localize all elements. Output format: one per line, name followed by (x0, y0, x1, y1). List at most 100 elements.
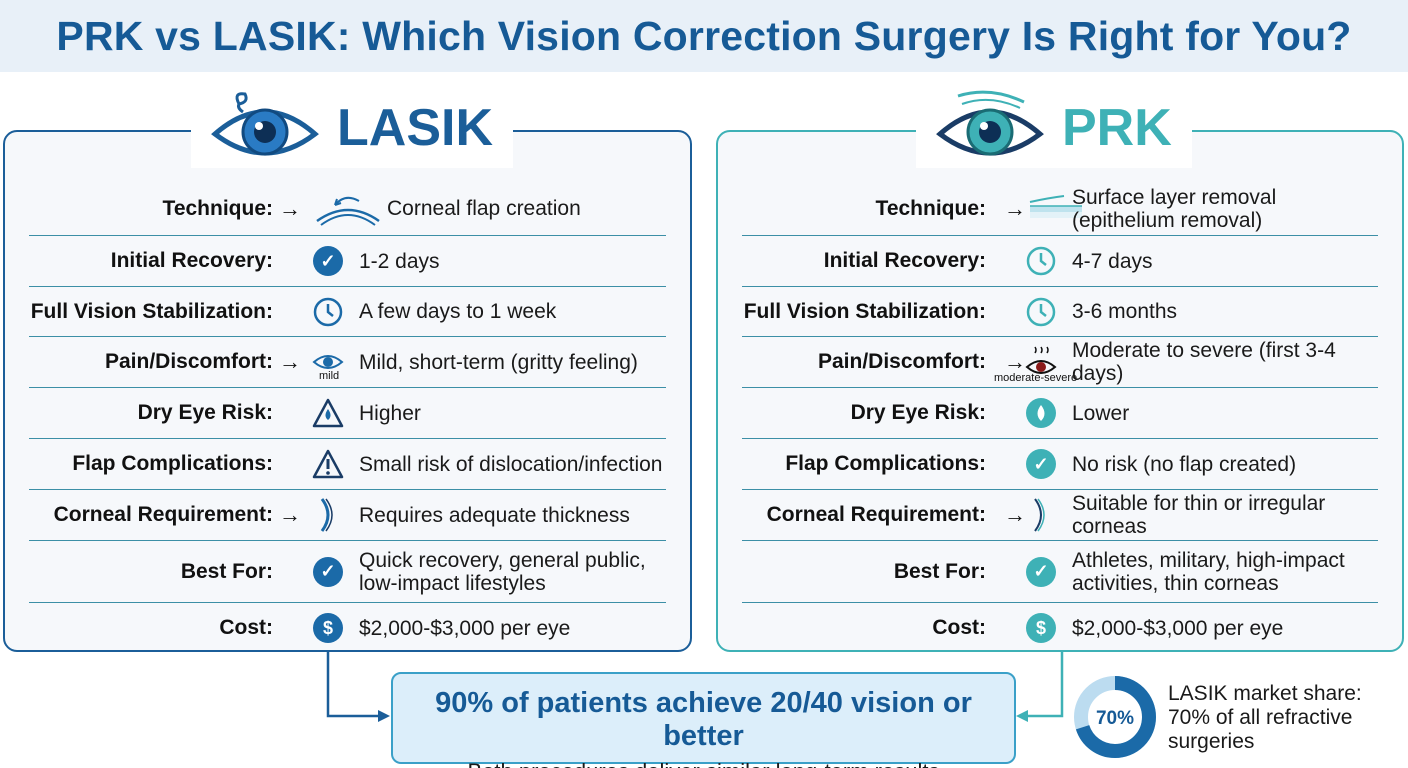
check-circle-icon: ✓ (1024, 555, 1058, 589)
row-label: Corneal Requirement: (53, 503, 273, 526)
eye-mild-icon (311, 345, 345, 379)
cornea-thickness-icon (311, 498, 345, 532)
row-value: 1-2 days (359, 249, 440, 273)
icon-caption: moderate-severe (994, 372, 1078, 384)
row-value: Higher (359, 401, 421, 425)
droplet-triangle-icon (311, 396, 345, 430)
title-bar: PRK vs LASIK: Which Vision Correction Su… (0, 0, 1408, 72)
table-row: Technique: → Corneal flap creation (29, 182, 666, 236)
row-value: $2,000-$3,000 per eye (1072, 616, 1284, 640)
row-value: Small risk of dislocation/infection (359, 452, 663, 476)
arrow-icon: → (1004, 349, 1026, 374)
prk-title: PRK (1062, 99, 1172, 157)
eye-icon (936, 90, 1044, 167)
lasik-rows: Technique: → Corneal flap creation Initi… (29, 182, 666, 653)
row-label: Pain/Discomfort: (817, 350, 986, 373)
row-label: Flap Complications: (72, 452, 273, 475)
arrow-icon: → (279, 349, 301, 374)
row-label: Technique: (162, 196, 273, 220)
arrow-icon: → (1004, 195, 1026, 221)
prk-header: PRK (916, 88, 1192, 168)
row-value: Quick recovery, general public, low-impa… (359, 548, 646, 595)
arrow-icon: → (279, 502, 301, 527)
table-row: Cost: $ $2,000-$3,000 per eye (742, 603, 1378, 653)
table-row: Cost: $ $2,000-$3,000 per eye (29, 603, 666, 653)
surface-layer-icon (1028, 192, 1084, 226)
row-label: Full Vision Stabilization: (743, 299, 986, 323)
clock-icon (1024, 244, 1058, 278)
result-sub: Both procedures deliver similar long-ter… (393, 759, 1014, 768)
table-row: Full Vision Stabilization: A few days to… (29, 287, 666, 337)
warning-icon (311, 447, 345, 481)
row-label: Best For: (893, 559, 986, 583)
cornea-thin-icon (1024, 498, 1058, 532)
result-main: 90% of patients achieve 20/40 vision or … (435, 687, 972, 752)
check-circle-icon: ✓ (311, 244, 345, 278)
table-row: Dry Eye Risk: Higher (29, 388, 666, 439)
row-label: Dry Eye Risk: (137, 401, 273, 424)
prk-panel: PRK Technique: → Surface layer removal (… (716, 88, 1404, 653)
eye-severe-icon (1024, 345, 1058, 379)
row-value: Athletes, military, high-impact activiti… (1072, 548, 1345, 595)
eye-icon (211, 90, 319, 167)
row-value: 3-6 months (1072, 300, 1178, 323)
market-share-text: LASIK market share: 70% of all refractiv… (1168, 682, 1362, 753)
table-row: Initial Recovery: 4-7 days (742, 236, 1378, 287)
table-row: Pain/Discomfort: → mild Mild, short-term… (29, 337, 666, 388)
dollar-icon: $ (311, 611, 345, 645)
prk-rows: Technique: → Surface layer removal (epit… (742, 182, 1378, 653)
table-row: Flap Complications: Small risk of disloc… (29, 439, 666, 490)
row-value: Lower (1072, 401, 1130, 425)
table-row: Full Vision Stabilization: 3-6 months (742, 287, 1378, 337)
row-value: Mild, short-term (gritty feeling) (359, 350, 638, 374)
arrow-icon: → (1004, 502, 1026, 527)
row-label: Initial Recovery: (110, 249, 273, 272)
corneal-flap-icon (315, 192, 381, 226)
row-value: Requires adequate thickness (359, 503, 630, 527)
row-value: $2,000-$3,000 per eye (359, 616, 571, 640)
row-value: 4-7 days (1072, 249, 1153, 273)
lasik-header: LASIK (191, 88, 513, 168)
table-row: Best For: ✓ Athletes, military, high-imp… (742, 541, 1378, 603)
clock-icon (1024, 295, 1058, 329)
row-value: Suitable for thin or irregular corneas (1072, 492, 1326, 538)
table-row: Corneal Requirement: → Requires adequate… (29, 490, 666, 541)
lasik-panel: LASIK Technique: → Corneal flap creation… (3, 88, 692, 653)
check-circle-icon: ✓ (1024, 447, 1058, 481)
row-value: No risk (no flap created) (1072, 452, 1297, 476)
dollar-icon: $ (1024, 611, 1058, 645)
result-box: 90% of patients achieve 20/40 vision or … (391, 672, 1016, 768)
check-circle-icon: ✓ (311, 555, 345, 589)
market-share-label: 70% (1096, 708, 1134, 729)
droplet-icon (1024, 396, 1058, 430)
row-label: Cost: (219, 616, 273, 639)
market-share-donut: 70% (1072, 674, 1158, 760)
row-label: Dry Eye Risk: (850, 401, 986, 424)
row-label: Cost: (932, 616, 986, 639)
icon-caption: mild (319, 370, 340, 382)
row-label: Technique: (875, 196, 986, 220)
table-row: Technique: → Surface layer removal (epit… (742, 182, 1378, 236)
row-label: Full Vision Stabilization: (30, 299, 273, 323)
arrow-icon: → (279, 195, 301, 221)
page-title: PRK vs LASIK: Which Vision Correction Su… (56, 13, 1352, 59)
clock-icon (311, 295, 345, 329)
connector-arrows (326, 650, 1064, 722)
row-label: Pain/Discomfort: (104, 350, 273, 373)
row-label: Best For: (180, 559, 273, 583)
row-value: A few days to 1 week (359, 300, 557, 323)
row-value: Corneal flap creation (387, 197, 581, 220)
table-row: Corneal Requirement: → Suitable for thin… (742, 490, 1378, 541)
lasik-title: LASIK (337, 99, 493, 157)
table-row: Best For: ✓ Quick recovery, general publ… (29, 541, 666, 603)
table-row: Pain/Discomfort: → moderate-severe Moder… (742, 337, 1378, 388)
table-row: Flap Complications: ✓ No risk (no flap c… (742, 439, 1378, 490)
table-row: Initial Recovery: ✓ 1-2 days (29, 236, 666, 287)
row-value: Moderate to severe (first 3-4 days) (1072, 339, 1336, 385)
row-label: Corneal Requirement: (766, 503, 986, 526)
market-share-arc (1074, 676, 1156, 758)
row-label: Initial Recovery: (823, 249, 986, 272)
row-label: Flap Complications: (785, 452, 986, 475)
row-value: Surface layer removal (epithelium remova… (1072, 185, 1277, 232)
table-row: Dry Eye Risk: Lower (742, 388, 1378, 439)
